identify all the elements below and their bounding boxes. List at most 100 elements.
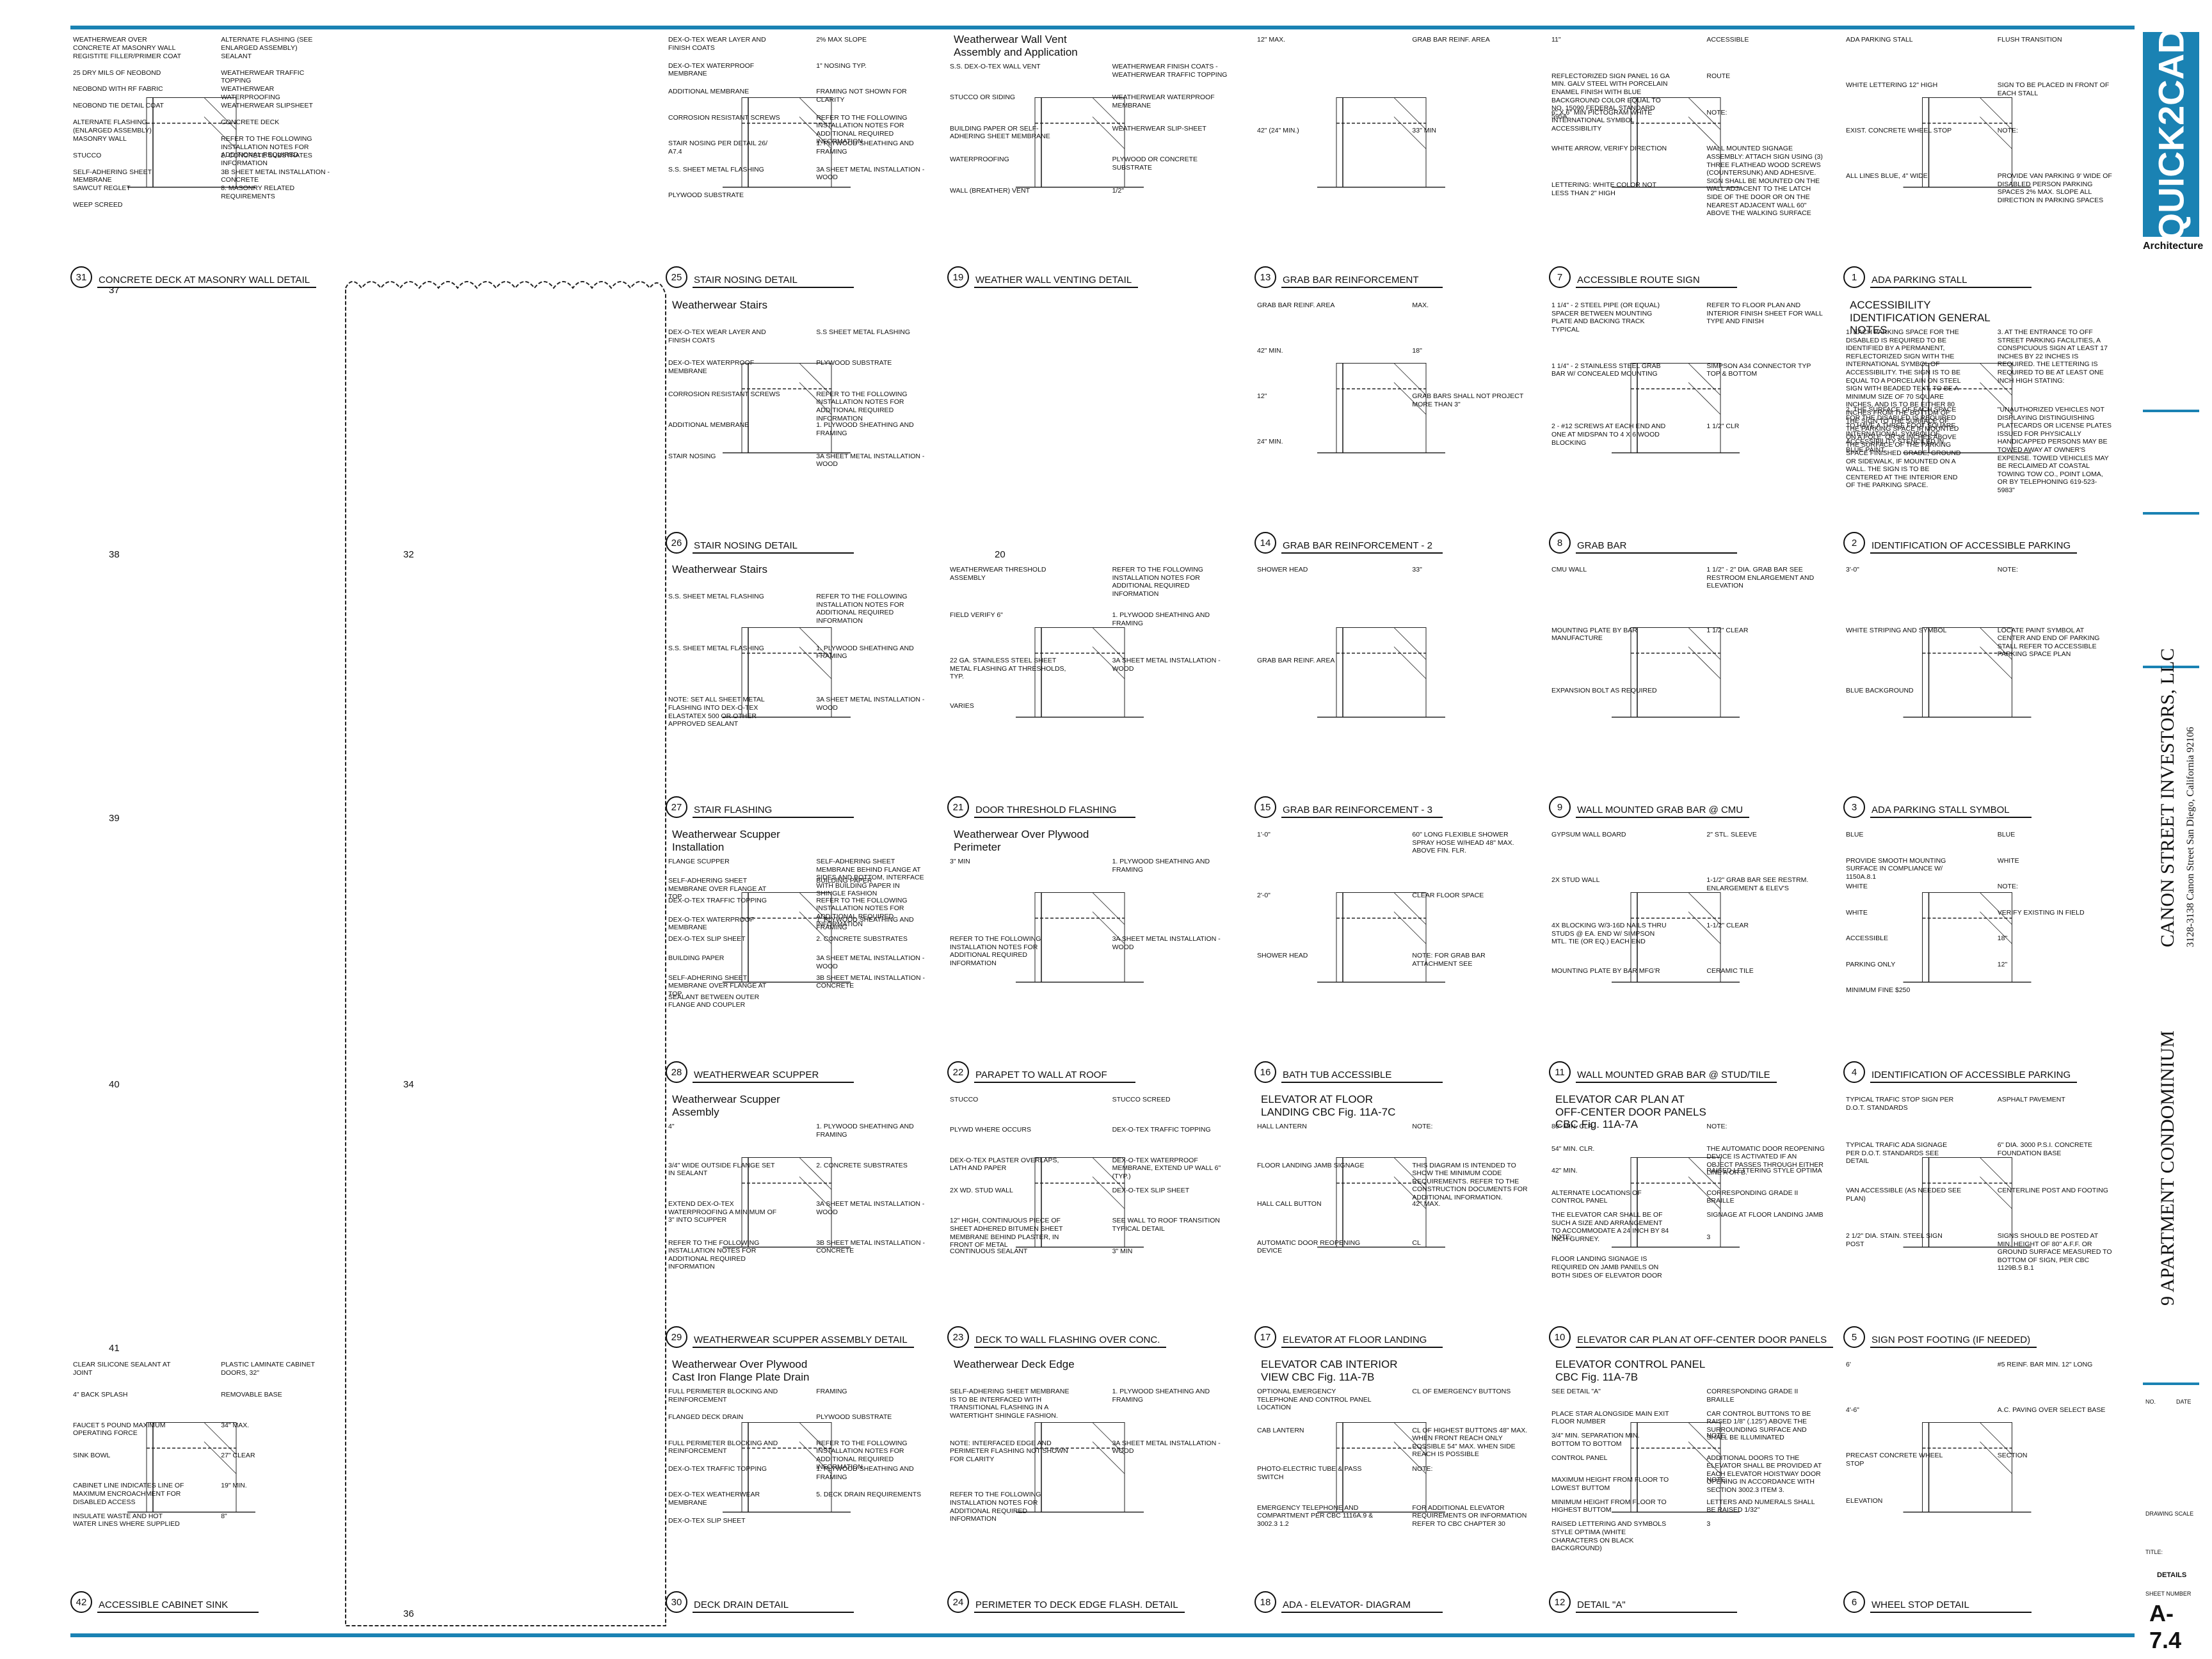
callout-note: S.S. DEX-O-TEX WALL VENT (950, 63, 1041, 70)
detail-number: 18 (1254, 1591, 1276, 1613)
callout-note: 1-1/2" GRAB BAR SEE RESTRM. ENLARGEMENT … (1706, 876, 1809, 892)
callout-note: 2. CONCRETE SUBSTRATES (816, 935, 908, 943)
detail-heading: ELEVATOR CONTROL PANEL CBC Fig. 11A-7B (1555, 1358, 1705, 1383)
callout-note: REFLECTORIZED SIGN PANEL 16 GA MIN. GALV… (1551, 72, 1670, 120)
detail-drawing (723, 363, 851, 454)
callout-note: BUILDING PAPER OR SELF-ADHERING SHEET ME… (950, 124, 1050, 141)
callout-note: PROVIDE SMOOTH MOUNTING SURFACE IN COMPL… (1846, 856, 1946, 881)
detail-drawing (723, 1422, 851, 1513)
callout-note: 1. EACH PARKING SPACE FOR THE DISABLED I… (1846, 328, 1961, 490)
callout-note: ALL LINES BLUE, 4" WIDE (1846, 172, 1928, 180)
row-number: 40 (109, 1079, 120, 1090)
detail-number: 10 (1549, 1326, 1571, 1348)
detail-number: 21 (947, 796, 969, 818)
callout-note: REFER TO FLOOR PLAN AND INTERIOR FINISH … (1706, 301, 1823, 326)
detail-caption: 14 GRAB BAR REINFORCEMENT - 2 (1254, 527, 1443, 554)
detail-number: 11 (1549, 1061, 1571, 1083)
callout-note: 12" HIGH, CONTINUOUS PIECE OF SHEET ADHE… (950, 1217, 1063, 1249)
callout-note: CL OF EMERGENCY BUTTONS (1412, 1388, 1511, 1395)
callout-note: SELF-ADHERING SHEET MEMBRANE OVER FLANGE… (668, 974, 767, 998)
detail-title: SIGN POST FOOTING (IF NEEDED) (1870, 1334, 2037, 1348)
detail-title: ELEVATOR CAR PLAN AT OFF-CENTER DOOR PAN… (1576, 1334, 1834, 1348)
callout-note: 3A SHEET METAL INSTALLATION - WOOD (1112, 1439, 1221, 1455)
detail-title: CONCRETE DECK AT MASONRY WALL DETAIL (97, 275, 317, 288)
detail-heading: ELEVATOR CAB INTERIOR VIEW CBC Fig. 11A-… (1261, 1358, 1398, 1383)
callout-note: NOTE: (1412, 1465, 1433, 1473)
callout-note: MAXIMUM HEIGHT FROM FLOOR TO LOWEST BUTT… (1551, 1476, 1669, 1492)
callout-note: 1. PLYWOOD SHEATHING AND FRAMING (816, 421, 914, 437)
detail-30: Weatherwear Over Plywood Cast Iron Flang… (666, 1357, 934, 1613)
detail-8: 1 1/4" - 2 STEEL PIPE (OR EQUAL) SPACER … (1549, 298, 1831, 554)
callout-note: CLEAR SILICONE SEALANT AT JOINT (73, 1361, 171, 1377)
callout-note: ADDITIONAL DOORS TO THE ELEVATOR SHALL B… (1706, 1454, 1822, 1495)
callout-note: 60" LONG FLEXIBLE SHOWER SPRAY HOSE W/HE… (1412, 831, 1514, 855)
detail-caption: 5 SIGN POST FOOTING (IF NEEDED) (1843, 1321, 2037, 1348)
detail-drawing (1317, 363, 1445, 454)
callout-note: 2" STL. SLEEVE (1706, 831, 1757, 838)
detail-title: ADA PARKING STALL SYMBOL (1870, 805, 2032, 818)
detail-caption: 11 WALL MOUNTED GRAB BAR @ STUD/TILE (1549, 1056, 1777, 1083)
detail-heading: Weatherwear Scupper Assembly (672, 1093, 780, 1118)
detail-title: DOOR THRESHOLD FLASHING (974, 805, 1135, 818)
row-number: 36 (403, 1608, 414, 1619)
callout-note: 1-1/2" CLEAR (1706, 922, 1749, 929)
callout-note: WEATHERWEAR OVER CONCRETE AT MASONRY WAL… (73, 36, 176, 52)
detail-title: DETAIL "A" (1576, 1599, 1737, 1613)
callout-note: ACCESSIBLE (1706, 36, 1749, 44)
callout-note: HALL CALL BUTTON (1257, 1200, 1322, 1208)
detail-number: 31 (70, 266, 92, 288)
callout-note: 4'-6" (1846, 1406, 1859, 1414)
callout-note: 6" X 6" MIN PICTOGRAM WHITE INTERNATIONA… (1551, 108, 1653, 132)
detail-caption: 19 WEATHER WALL VENTING DETAIL (947, 261, 1139, 288)
detail-caption: 6 WHEEL STOP DETAIL (1843, 1586, 2032, 1613)
callout-note: SEALANT (221, 52, 252, 60)
callout-note: SECTION (1997, 1452, 2028, 1459)
callout-note: WHITE LETTERING 12" HIGH (1846, 81, 1938, 89)
callout-note: 3A SHEET METAL INSTALLATION - WOOD (816, 1200, 925, 1216)
detail-title: GRAB BAR REINFORCEMENT (1281, 275, 1443, 288)
callout-note: DEX-O-TEX WEATHERWEAR MEMBRANE (668, 1491, 760, 1507)
detail-19: Weatherwear Wall Vent Assembly and Appli… (947, 32, 1242, 288)
row-number: 41 (109, 1343, 120, 1354)
callout-note: DEX-O-TEX WATERPROOF MEMBRANE (668, 915, 755, 932)
callout-note: MAX. (1412, 301, 1429, 309)
callout-note: S.S. SHEET METAL FLASHING (668, 165, 764, 173)
detail-caption: 26 STAIR NOSING DETAIL (666, 527, 854, 554)
callout-note: BLUE (1846, 831, 1864, 838)
callout-note: NOTE: (1997, 127, 2018, 134)
detail-number: 27 (666, 796, 687, 818)
callout-note: REFER TO THE FOLLOWING INSTALLATION NOTE… (221, 134, 312, 167)
detail-title: WALL MOUNTED GRAB BAR @ CMU (1576, 805, 1750, 818)
detail-caption: 25 STAIR NOSING DETAIL (666, 261, 854, 288)
detail-number: 22 (947, 1061, 969, 1083)
detail-number: 3 (1843, 796, 1865, 818)
callout-note: LETTERS AND NUMERALS SHALL BE RAISED 1/3… (1706, 1498, 1815, 1514)
detail-number: 14 (1254, 532, 1276, 554)
detail-title: WALL MOUNTED GRAB BAR @ STUD/TILE (1576, 1070, 1777, 1083)
callout-note: PLYWD WHERE OCCURS (950, 1126, 1031, 1134)
callout-note: 3'-0" (1846, 566, 1859, 573)
callout-note: NOTE: SET ALL SHEET METAL FLASHING INTO … (668, 696, 765, 728)
bottom-border (70, 1633, 2135, 1637)
callout-note: DEX-O-TEX TRAFFIC TOPPING (1112, 1126, 1211, 1134)
callout-note: WALL MOUNTED SIGNAGE ASSEMBLY: ATTACH SI… (1706, 145, 1823, 218)
callout-note: 34" MAX. (221, 1421, 250, 1429)
callout-note: SIGNS SHOULD BE POSTED AT MIN. HEIGHT OF… (1997, 1232, 2112, 1272)
callout-note: REFER TO THE FOLLOWING INSTALLATION NOTE… (1112, 566, 1203, 598)
detail-caption: 27 STAIR FLASHING (666, 791, 854, 818)
callout-note: #5 REINF. BAR MIN. 12" LONG (1997, 1361, 2093, 1368)
callout-note: 6' (1846, 1361, 1851, 1368)
callout-note: SEALANT BETWEEN OUTER FLANGE AND COUPLER (668, 993, 760, 1009)
callout-note: CAR CONTROL BUTTONS TO BE RAISED 1/8" (.… (1706, 1409, 1811, 1442)
callout-note: 3B SHEET METAL INSTALLATION - CONCRETE (816, 1238, 925, 1255)
detail-5: TYPICAL TRAFIC STOP SIGN PER D.O.T. STAN… (1843, 1092, 2119, 1348)
field-label: SHEET NUMBER (2145, 1591, 2192, 1597)
callout-note: 3A SHEET METAL INSTALLATION - WOOD (1112, 935, 1221, 951)
callout-note: REFER TO THE FOLLOWING INSTALLATION NOTE… (950, 1491, 1041, 1523)
callout-note: GYPSUM WALL BOARD (1551, 831, 1626, 838)
callout-note: 24" MIN. (1257, 438, 1283, 445)
row-number: 20 (995, 549, 1006, 560)
callout-note: 2. CONCRETE SUBSTRATES (221, 151, 312, 159)
